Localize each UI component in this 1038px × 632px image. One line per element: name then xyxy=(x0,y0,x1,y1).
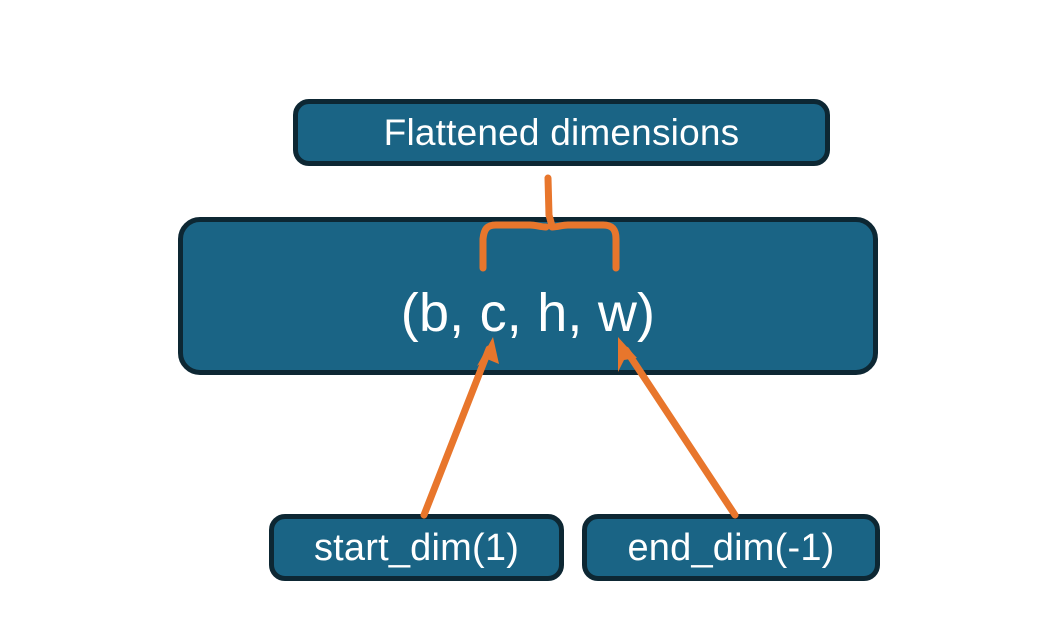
node-flattened-dimensions-label: Flattened dimensions xyxy=(383,112,740,153)
node-end-dim[interactable]: end_dim(-1) xyxy=(582,514,880,581)
node-flattened-dimensions[interactable]: Flattened dimensions xyxy=(293,99,830,166)
node-tensor-shape[interactable]: (b, c, h, w) xyxy=(178,217,878,375)
node-tensor-shape-label: (b, c, h, w) xyxy=(400,283,656,343)
node-end-dim-label: end_dim(-1) xyxy=(627,526,835,569)
node-start-dim-label: start_dim(1) xyxy=(313,526,520,569)
node-start-dim[interactable]: start_dim(1) xyxy=(269,514,564,581)
